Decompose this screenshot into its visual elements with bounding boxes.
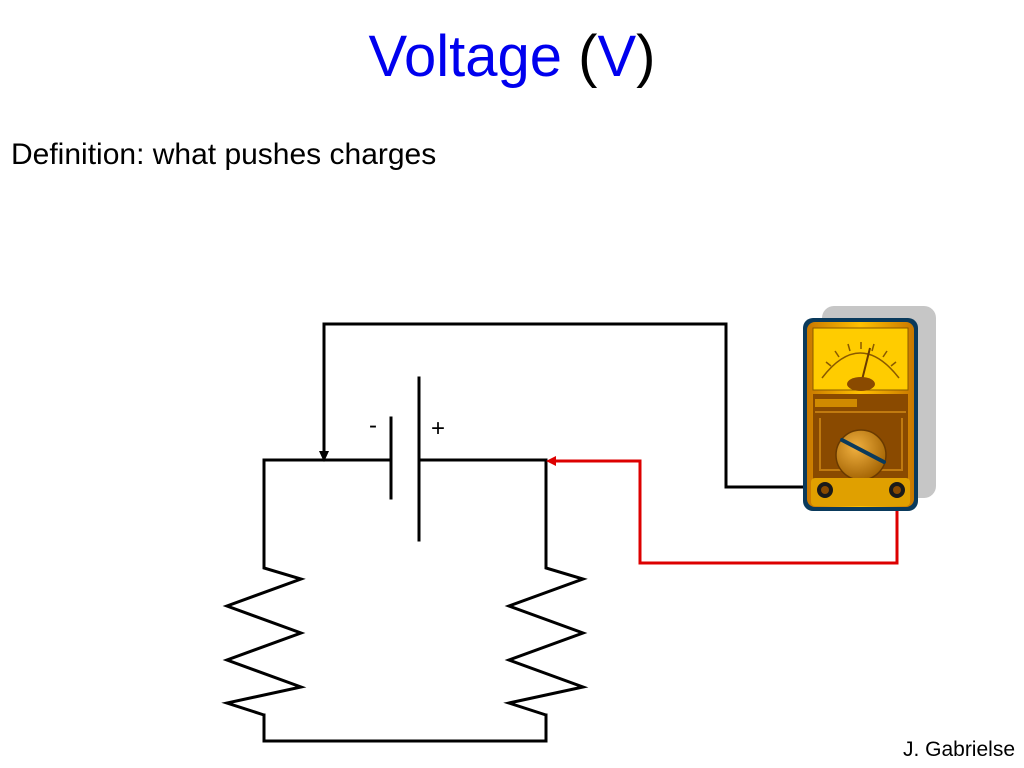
title-symbol: V	[597, 24, 637, 89]
multimeter-dial-pointer	[840, 438, 886, 464]
probe-lead-black	[322, 322, 825, 489]
probe-tip-red	[546, 456, 556, 466]
resistor-right	[503, 545, 589, 717]
multimeter	[803, 306, 936, 511]
multimeter-dial-knob	[835, 429, 887, 481]
circuit-wires	[262, 458, 548, 743]
probe-lead-red	[554, 459, 899, 565]
probe-tip-black	[319, 451, 329, 462]
title-word: Voltage	[368, 24, 563, 89]
definition-text: Definition: what pushes charges	[11, 138, 437, 171]
title-close-paren: )	[636, 24, 656, 89]
slide-title: Voltage (V)	[0, 28, 1024, 86]
wire-bottom	[262, 713, 548, 743]
battery	[389, 376, 421, 542]
battery-positive-label: +	[431, 415, 445, 442]
battery-negative-label: -	[369, 412, 377, 439]
resistor-left	[221, 545, 307, 717]
title-open-paren: (	[578, 24, 598, 89]
multimeter-needle-hub	[847, 377, 875, 391]
author-credit: J. Gabrielse	[902, 738, 1015, 761]
